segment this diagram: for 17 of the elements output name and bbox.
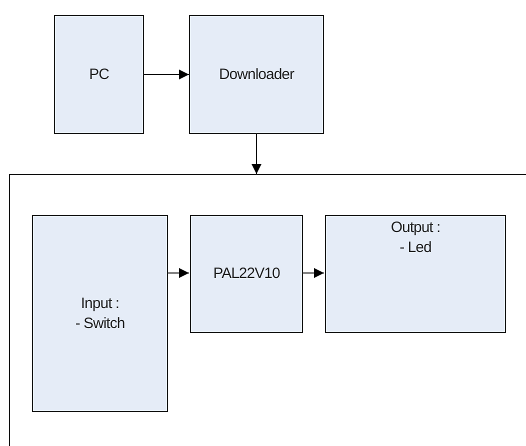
arrow (252, 134, 262, 174)
box-label: Downloader (218, 64, 294, 84)
box-label: PC (89, 64, 109, 84)
process-box (54, 15, 144, 134)
arrow (144, 70, 190, 80)
arrow (302, 268, 324, 278)
process-box (32, 215, 168, 412)
box-label: PAL22V10 (213, 264, 280, 284)
process-box (190, 215, 303, 333)
process-box (189, 15, 324, 134)
box-label: - Led (400, 238, 432, 258)
arrow (166, 268, 190, 278)
process-box (325, 215, 506, 333)
group-frame (9, 174, 526, 446)
box-label: - Switch (75, 314, 125, 334)
box-label: Input : (80, 294, 120, 314)
box-label: Output : (390, 218, 440, 238)
